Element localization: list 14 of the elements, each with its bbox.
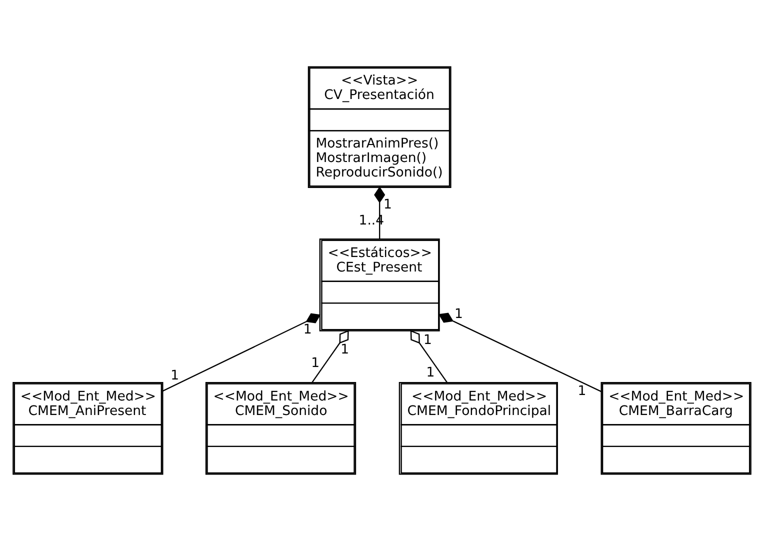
connector xyxy=(374,186,386,239)
connector xyxy=(162,313,321,392)
label: 1 xyxy=(340,342,350,358)
label: 1 xyxy=(454,307,463,322)
label: 1 xyxy=(426,365,435,380)
connector xyxy=(410,330,448,383)
label: 1 xyxy=(303,322,312,338)
label: 1 xyxy=(578,384,586,399)
connector xyxy=(312,330,349,383)
label: 1 xyxy=(384,197,392,212)
connector xyxy=(438,312,602,392)
label: 1 xyxy=(170,368,180,384)
label: 1 xyxy=(311,356,320,371)
label: 1 xyxy=(423,332,432,348)
